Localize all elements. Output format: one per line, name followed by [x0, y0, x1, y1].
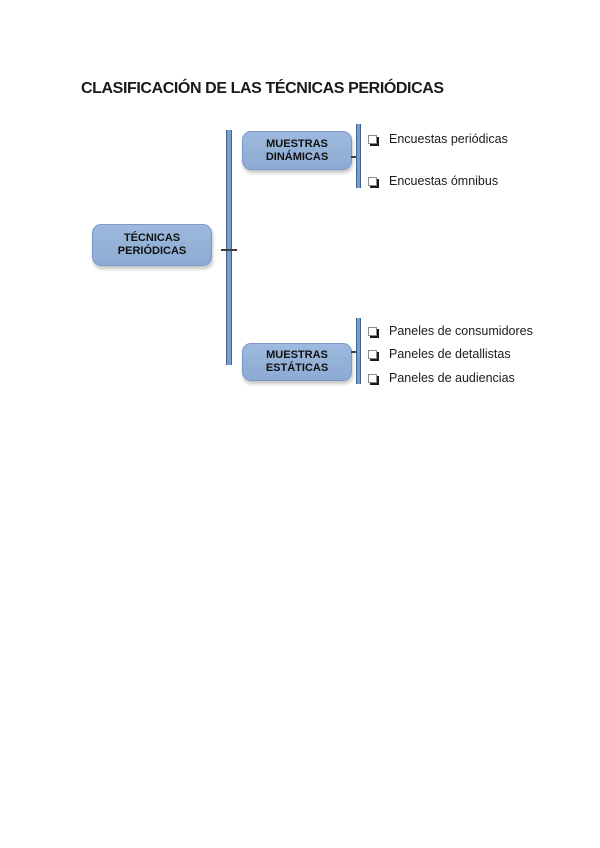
node-label-line: TÉCNICAS [123, 232, 181, 244]
page-title: CLASIFICACIÓN DE LAS TÉCNICAS PERIÓDICAS [81, 80, 444, 97]
list-item: Paneles de audiencias [368, 370, 515, 386]
list-item-label: Paneles de audiencias [389, 371, 515, 385]
node-label-line: MUESTRAS [266, 137, 328, 150]
shadowed-square-bullet-icon [368, 326, 377, 336]
node-label-line: PERIÓDICAS [117, 245, 187, 257]
node-label-line: ESTÁTICAS [265, 362, 329, 374]
shadowed-square-bullet-icon [368, 373, 377, 383]
list-item-label: Paneles de consumidores [389, 324, 533, 338]
list-item: Paneles de consumidores [368, 323, 533, 339]
node-muestras-estaticas: MUESTRAS ESTÁTICAS [242, 343, 352, 381]
branch-connector-tick [351, 156, 357, 158]
node-label-line: MUESTRAS [266, 349, 328, 361]
list-item-label: Paneles de detallistas [389, 347, 511, 361]
branch-connector-tick [351, 351, 357, 353]
node-muestras-dinamicas: MUESTRAS DINÁMICAS [242, 131, 352, 170]
dinamicas-items-bar [356, 124, 361, 188]
list-item: Encuestas periódicas [368, 131, 508, 147]
node-tecnicas-periodicas: TÉCNICAS PERIÓDICAS [92, 224, 212, 266]
estaticas-items-bar [356, 318, 361, 384]
node-label-line: DINÁMICAS [265, 150, 329, 163]
list-item: Paneles de detallistas [368, 346, 511, 362]
shadowed-square-bullet-icon [368, 349, 377, 359]
main-connector-bar [226, 130, 232, 365]
list-item-label: Encuestas periódicas [389, 132, 508, 146]
list-item: Encuestas ómnibus [368, 173, 498, 189]
root-connector-tick [221, 249, 237, 251]
shadowed-square-bullet-icon [368, 176, 377, 186]
list-item-label: Encuestas ómnibus [389, 174, 499, 188]
shadowed-square-bullet-icon [368, 134, 377, 144]
